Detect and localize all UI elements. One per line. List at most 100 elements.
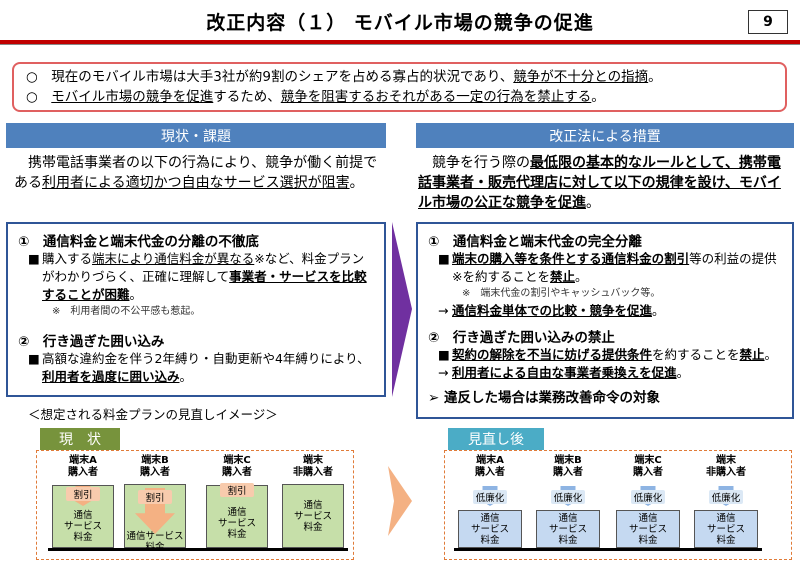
right-measures-box: ① 通信料金と端末代金の完全分離 ■ 端末の購入等を条件とする通信料金の割引等の… [416, 222, 794, 419]
bullet-text: 高額な違約金を伴う2年縛り・自動更新や4年縛りにより、 [42, 351, 370, 366]
before-after-arrow-icon [388, 466, 412, 536]
discount-label: 低廉化 [473, 490, 507, 504]
image-caption: ＜想定される料金プランの見直しイメージ＞ [28, 407, 278, 422]
bullet-emphasis: 事業者・サービスを比較することが困難 [42, 269, 367, 302]
left-section-header: 現状・課題 [6, 123, 386, 148]
square-bullet-icon: ■ [28, 251, 40, 266]
right-arrow-icon: → [438, 303, 449, 318]
bullet-text: 。 [179, 369, 193, 384]
discount-label: 低廉化 [631, 490, 665, 504]
column-label: 購入者 [475, 467, 505, 478]
left-intro-emphasis: 利用者による適切かつ自由なサービス選択が阻害 [42, 175, 350, 191]
column-label: 端末C [223, 455, 251, 466]
column-label: 購入者 [633, 467, 663, 478]
discount-label: 低廉化 [709, 490, 743, 504]
summary-box: ○ 現在のモバイル市場は大手3社が約9割のシェアを占める寡占的状況であり、競争が… [12, 62, 787, 112]
before-diagram [36, 450, 354, 560]
right-measure-2-result: → 利用者による自由な事業者乗換えを促進。 [438, 364, 782, 382]
bullet-text: 。 [129, 287, 143, 302]
bullet-emphasis: 禁止 [739, 347, 765, 362]
column-label: 購入者 [553, 467, 583, 478]
column-label: 端末A [69, 455, 97, 466]
fee-bar-label: 通信サービス 料金 [126, 531, 184, 553]
discount-label: 割引 [220, 483, 254, 497]
transition-arrow-icon [392, 222, 412, 397]
violation-text: 違反した場合は業務改善命令の対象 [444, 390, 661, 406]
left-issue-2-bullet: ■ 高額な違約金を伴う2年縛り・自動更新や4年縛りにより、利用者を過度に囲い込み… [28, 350, 374, 386]
summary-text: 。 [648, 69, 662, 85]
column-label: 端末 [303, 455, 323, 466]
summary-emphasis: 競争が不十分との指摘 [513, 69, 649, 85]
summary-line-2: ○ モバイル市場の競争を促進するため、競争を阻害するおそれがある一定の行為を禁止… [26, 87, 773, 107]
bullet-emphasis: 利用者を過度に囲い込み [42, 369, 180, 384]
fee-bar-label: 通信 サービス 料金 [217, 507, 256, 540]
left-issue-1-note: ※ 利用者間の不公平感も惹起。 [52, 306, 201, 317]
column-label: 端末C [634, 455, 662, 466]
bullet-emphasis: 端末により通信料金が異なる [92, 251, 255, 266]
page-number: 9 [748, 10, 788, 34]
column-label: 端末B [554, 455, 582, 466]
fee-bar-label: 通信 サービス 料金 [628, 512, 667, 546]
summary-text: 。 [591, 89, 605, 105]
right-intro-text: 競争を行う際の [432, 155, 530, 171]
result-text: 。 [676, 365, 690, 380]
square-bullet-icon: ■ [438, 347, 450, 362]
left-issue-1-title: ① 通信料金と端末代金の分離の不徹底 [18, 234, 259, 250]
summary-emphasis: 競争を阻害するおそれがある一定の行為を禁止する [280, 89, 592, 105]
bullet-text: を約することを [652, 347, 740, 362]
discount-label: 割引 [66, 487, 100, 501]
result-emphasis: 通信料金単体での比較・競争を促進 [452, 303, 653, 318]
right-measure-1-result: → 通信料金単体での比較・競争を促進。 [438, 302, 782, 320]
column-label: 端末A [476, 455, 504, 466]
bullet-emphasis: 禁止 [549, 269, 575, 284]
right-measure-2-title: ② 行き過ぎた囲い込みの禁止 [428, 330, 615, 346]
bullet-circle: ○ [26, 69, 38, 85]
bullet-text: 等の利益の提供※を約することを [452, 251, 777, 284]
right-arrow-icon: → [438, 365, 449, 380]
right-section-header: 改正法による措置 [416, 123, 794, 148]
summary-text: するため、 [213, 89, 281, 105]
fee-bar-label: 通信 サービス 料金 [293, 499, 332, 533]
column-label: 非購入者 [293, 467, 333, 478]
right-measure-2-bullet: ■ 契約の解除を不当に妨げる提供条件を約することを禁止。 [438, 346, 782, 364]
right-intro-emphasis: 最低限の基本的なルールとして、携帯電話事業者・販売代理店に対して以下の規律を設け… [418, 155, 781, 211]
fee-bar: 通信 サービス 料金 [458, 510, 522, 548]
title-rule [0, 40, 800, 44]
bullet-text: 。 [575, 269, 588, 284]
left-intro: 携帯電話事業者の以下の行為により、競争が働く前提である利用者による適切かつ自由な… [14, 153, 384, 193]
right-measure-1-title: ① 通信料金と端末代金の完全分離 [428, 234, 642, 250]
left-issue-2-title: ② 行き過ぎた囲い込み [18, 334, 165, 350]
fee-bar-label: 通信 サービス 料金 [470, 512, 509, 546]
after-tag: 見直し後 [448, 428, 544, 450]
left-issue-1-bullet: ■ 購入する端末により通信料金が異なる※など、料金プランがわかりづらく、正確に理… [28, 250, 374, 304]
result-emphasis: 利用者による自由な事業者乗換えを促進 [452, 365, 677, 380]
bullet-text: 購入する [42, 251, 93, 266]
discount-label: 割引 [138, 490, 172, 504]
summary-line-1: ○ 現在のモバイル市場は大手3社が約9割のシェアを占める寡占的状況であり、競争が… [26, 67, 773, 87]
baseline [454, 548, 762, 551]
bullet-emphasis: 契約の解除を不当に妨げる提供条件 [452, 347, 653, 362]
square-bullet-icon: ■ [438, 251, 450, 266]
square-bullet-icon: ■ [28, 351, 40, 366]
title-rule-thin [0, 44, 800, 45]
fee-bar-label: 通信 サービス 料金 [548, 512, 587, 546]
column-label: 購入者 [222, 467, 252, 478]
column-label: 非購入者 [706, 467, 746, 478]
column-label: 端末B [141, 455, 169, 466]
after-diagram [444, 450, 792, 560]
bullet-text: 。 [764, 347, 778, 362]
bullet-text: ※など、料金プランがわかりづらく、正確に理解して [42, 251, 365, 284]
right-violation: ➢ 違反した場合は業務改善命令の対象 [428, 386, 782, 406]
fee-bar: 通信 サービス 料金 [616, 510, 680, 548]
page-title: 改正内容（１） モバイル市場の競争の促進 [206, 12, 594, 34]
before-tag: 現 状 [40, 428, 120, 450]
right-measure-1-bullet: ■ 端末の購入等を条件とする通信料金の割引等の利益の提供※を約することを禁止。 [438, 250, 782, 286]
right-intro: 競争を行う際の最低限の基本的なルールとして、携帯電話事業者・販売代理店に対して以… [418, 153, 790, 213]
column-label: 購入者 [140, 467, 170, 478]
fee-bar-label: 通信 サービス 料金 [63, 510, 102, 543]
right-intro-text: 。 [586, 195, 600, 211]
arrowhead-bullet-icon: ➢ [428, 390, 440, 406]
baseline [48, 548, 348, 551]
left-intro-text: 。 [349, 175, 364, 191]
bullet-emphasis: 端末の購入等を条件とする通信料金の割引 [452, 251, 690, 266]
